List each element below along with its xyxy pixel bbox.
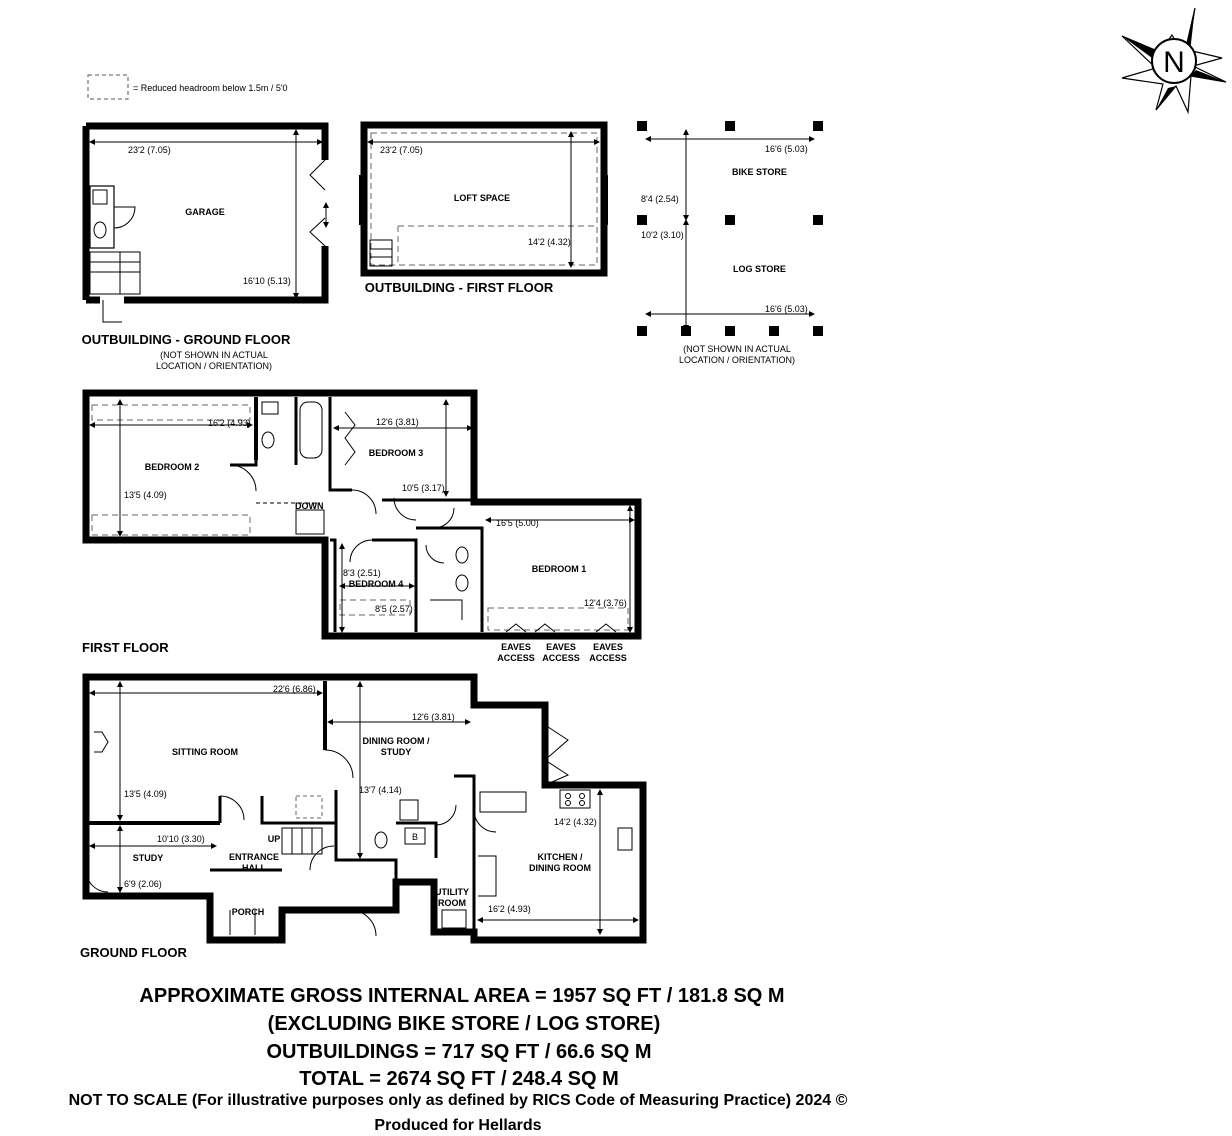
- study-depth-dim: 6'9 (2.06): [124, 879, 162, 889]
- area-line-4: TOTAL = 2674 SQ FT / 248.4 SQ M: [299, 1068, 619, 1090]
- log-store-label: LOG STORE: [733, 264, 786, 274]
- entrance-label-2: HALL: [242, 863, 266, 873]
- study-label: STUDY: [133, 853, 164, 863]
- study-width-dim: 10'10 (3.30): [157, 834, 205, 844]
- dining-width-dim: 12'6 (3.81): [412, 712, 455, 722]
- entrance-label-1: ENTRANCE: [229, 852, 279, 862]
- dining-label-1: DINING ROOM /: [363, 736, 430, 746]
- stores-note-2: LOCATION / ORIENTATION): [679, 355, 795, 365]
- outbuilding-ground-title: OUTBUILDING - GROUND FLOOR: [82, 332, 291, 347]
- bedroom3-label: BEDROOM 3: [369, 448, 424, 458]
- stores-note-1: (NOT SHOWN IN ACTUAL: [683, 344, 791, 354]
- ground-floor-title: GROUND FLOOR: [80, 945, 187, 960]
- legend-text: = Reduced headroom below 1.5m / 5'0: [133, 83, 288, 93]
- disclaimer-line: NOT TO SCALE (For illustrative purposes …: [68, 1092, 848, 1109]
- bedroom4-label: BEDROOM 4: [349, 579, 404, 589]
- access-2-label: ACCESS: [542, 653, 580, 663]
- legend-swatch: [87, 74, 129, 100]
- down-label: DOWN: [295, 501, 324, 511]
- eaves-3-label: EAVES: [593, 642, 623, 652]
- area-line-1: APPROXIMATE GROSS INTERNAL AREA = 1957 S…: [139, 985, 785, 1007]
- store-top-dim: 16'6 (5.03): [765, 144, 808, 154]
- compass: N: [1121, 7, 1227, 115]
- bedroom3-depth-dim: 10'5 (3.17): [402, 483, 445, 493]
- bedroom2-width-dim: 16'2 (4.93): [208, 418, 251, 428]
- bedroom3-width-dim: 12'6 (3.81): [376, 417, 419, 427]
- bedroom1-depth-dim: 12'4 (3.76): [584, 598, 627, 608]
- bedroom1-width-dim: 16'5 (5.00): [496, 518, 539, 528]
- bedroom2-label: BEDROOM 2: [145, 462, 200, 472]
- bedroom2-depth-dim: 13'5 (4.09): [124, 490, 167, 500]
- first-floor-plan: 16'2 (4.93) 13'5 (4.09) BEDROOM 2 12'6 (…: [82, 389, 642, 663]
- garage-label: GARAGE: [185, 207, 225, 217]
- kitchen-width-dim: 14'2 (4.32): [554, 817, 597, 827]
- access-3-label: ACCESS: [589, 653, 627, 663]
- store-bottom-dim: 16'6 (5.03): [765, 304, 808, 314]
- legend: = Reduced headroom below 1.5m / 5'0: [87, 74, 288, 100]
- kitchen-label-2: DINING ROOM: [529, 863, 591, 873]
- outbuilding-first-title: OUTBUILDING - FIRST FLOOR: [365, 280, 554, 295]
- compass-n-label: N: [1163, 46, 1185, 79]
- boiler-label: B: [412, 832, 418, 842]
- loft-space-label: LOFT SPACE: [454, 193, 510, 203]
- loft-width-dim: 23'2 (7.05): [380, 145, 423, 155]
- produced-for-line: Produced for Hellards: [374, 1117, 542, 1134]
- bike-store-label: BIKE STORE: [732, 167, 787, 177]
- eaves-1-label: EAVES: [501, 642, 531, 652]
- area-line-2: (EXCLUDING BIKE STORE / LOG STORE): [267, 1013, 661, 1035]
- garage-depth-dim: 16'10 (5.13): [243, 276, 291, 286]
- eaves-2-label: EAVES: [546, 642, 576, 652]
- bedroom4-width-dim: 8'5 (2.57): [375, 604, 413, 614]
- loft-depth-dim: 14'2 (4.32): [528, 237, 571, 247]
- utility-label-1: UTILITY: [435, 887, 469, 897]
- garage-width-dim: 23'2 (7.05): [128, 145, 171, 155]
- sitting-depth-dim: 13'5 (4.09): [124, 789, 167, 799]
- outbuilding-first-floor-plan: 23'2 (7.05) 14'2 (4.32) LOFT SPACE OUTBU…: [359, 121, 608, 295]
- kitchen-label-1: KITCHEN /: [538, 852, 583, 862]
- bedroom1-label: BEDROOM 1: [532, 564, 587, 574]
- area-line-3: OUTBUILDINGS = 717 SQ FT / 66.6 SQ M: [266, 1041, 652, 1063]
- dining-depth-dim: 13'7 (4.14): [359, 785, 402, 795]
- first-floor-title: FIRST FLOOR: [82, 640, 169, 655]
- log-store-depth-dim: 10'2 (3.10): [641, 230, 684, 240]
- dining-label-2: STUDY: [381, 747, 412, 757]
- kitchen-depth-dim: 16'2 (4.93): [488, 904, 531, 914]
- utility-label-2: ROOM: [438, 898, 466, 908]
- outbuilding-ground-note-2: LOCATION / ORIENTATION): [156, 361, 272, 371]
- outbuilding-ground-floor-plan: 23'2 (7.05) 16'10 (5.13) GARAGE OUTBUILD…: [82, 122, 329, 371]
- stores-plan: 16'6 (5.03) 16'6 (5.03) 8'4 (2.54) 10'2 …: [637, 121, 823, 365]
- ground-floor-plan: B 22'6 (6.86) 13'5 (4.: [80, 673, 647, 960]
- bedroom4-depth-dim: 8'3 (2.51): [343, 568, 381, 578]
- access-1-label: ACCESS: [497, 653, 535, 663]
- sitting-width-dim: 22'6 (6.86): [273, 684, 316, 694]
- sitting-room-label: SITTING ROOM: [172, 747, 238, 757]
- bike-store-depth-dim: 8'4 (2.54): [641, 194, 679, 204]
- porch-label: PORCH: [232, 907, 265, 917]
- up-label: UP: [268, 834, 281, 844]
- outbuilding-ground-note-1: (NOT SHOWN IN ACTUAL: [160, 350, 268, 360]
